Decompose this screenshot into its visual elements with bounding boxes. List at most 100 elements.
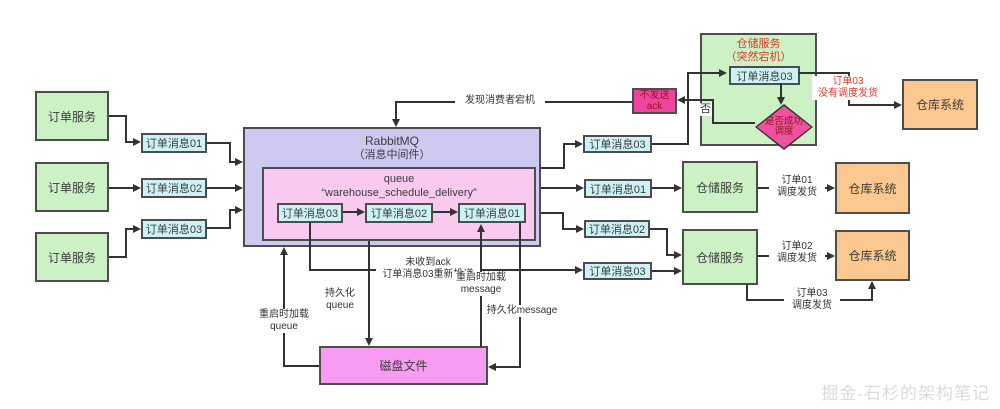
msg-right-02: 订单消息02 <box>584 220 650 238</box>
rabbitmq-broker: RabbitMQ （消息中间件） queue “warehouse_schedu… <box>243 127 541 247</box>
watermark: 掘金-石杉的架构笔记 <box>821 384 990 403</box>
order-service-3-label: 订单服务 <box>47 250 96 265</box>
connector <box>798 72 849 74</box>
disk-file-box: 磁盘文件 <box>319 346 488 385</box>
connector <box>713 122 755 124</box>
connector <box>368 241 370 338</box>
connector <box>871 289 873 301</box>
connector <box>666 254 674 256</box>
connector <box>125 228 127 258</box>
connector <box>687 72 719 74</box>
msg-right-02-label: 订单消息02 <box>588 224 646 236</box>
connector <box>541 167 565 169</box>
label-discover-consumer-down: 发现消费者宕机 <box>455 95 545 107</box>
queue-msg-02-label: 订单消息02 <box>370 208 428 220</box>
order-service-2: 订单服务 <box>35 162 109 212</box>
connector <box>229 161 235 163</box>
connector <box>207 142 231 144</box>
connector <box>109 187 133 189</box>
dispatch-decision-diamond: 是否成功 调度 <box>755 104 813 150</box>
order-service-1-label: 订单服务 <box>47 109 96 124</box>
connector <box>229 142 231 162</box>
queue-msg-02: 订单消息02 <box>365 203 433 223</box>
connector <box>652 187 674 189</box>
warehouse-system-2: 仓库系统 <box>835 162 910 214</box>
connector <box>496 366 521 368</box>
arrowhead <box>235 184 243 192</box>
connector <box>109 256 127 258</box>
connector <box>309 222 311 270</box>
connector <box>685 99 712 101</box>
connector <box>541 187 576 189</box>
msg-left-03: 订单消息03 <box>141 219 207 239</box>
warehouse-service-1: 仓储服务 <box>682 161 758 213</box>
arrowhead <box>868 281 876 289</box>
order-service-2-label: 订单服务 <box>47 180 96 195</box>
queue-msg-03-label: 订单消息03 <box>281 208 339 220</box>
warehouse-system-1: 仓库系统 <box>902 79 978 130</box>
warehouse-service-2: 仓储服务 <box>682 229 758 285</box>
connector <box>650 228 668 230</box>
disk-file-label: 磁盘文件 <box>379 359 428 373</box>
connector <box>563 143 575 145</box>
connector <box>687 72 689 145</box>
arrowhead <box>357 208 365 216</box>
arrowhead <box>894 101 902 109</box>
arrowhead <box>677 96 685 104</box>
label-persist-message: 持久化message <box>486 305 558 317</box>
label-order03-not-dispatched: 订单03 没有调度发货 <box>812 76 884 100</box>
arrowhead <box>280 247 288 255</box>
label-no-ack-redeliver: 未收到ack 订单消息03重新投递 <box>376 257 480 281</box>
arrowhead <box>575 140 583 148</box>
connector <box>229 209 231 229</box>
warehouse-system-3: 仓库系统 <box>835 230 910 281</box>
order-service-3: 订单服务 <box>35 232 109 282</box>
arrowhead <box>365 338 373 346</box>
queue-msg-03: 订单消息03 <box>277 203 343 223</box>
connector <box>343 211 357 213</box>
connector <box>109 115 127 117</box>
warehouse-service-1-label: 仓储服务 <box>695 180 744 195</box>
connector <box>125 141 133 143</box>
order-service-1: 订单服务 <box>35 91 109 141</box>
crashed-service-title-line2: （突然宕机） <box>725 51 792 64</box>
label-order03-dispatch: 订单03 调度发货 <box>784 288 840 312</box>
connector <box>284 365 319 367</box>
connector <box>562 228 576 230</box>
crashed-warehouse-service: 仓储服务 （突然宕机） 订单消息03 是否成功 调度 <box>700 33 817 150</box>
arrowhead <box>133 138 141 146</box>
label-no: 否 <box>699 103 712 117</box>
connector <box>541 212 564 214</box>
warehouse-system-1-label: 仓库系统 <box>915 98 964 112</box>
msg-right-03b: 订单消息03 <box>583 262 652 280</box>
label-order01-dispatch: 订单01 调度发货 <box>769 175 825 199</box>
arrowhead <box>575 266 583 274</box>
msg-left-02-label: 订单消息02 <box>145 183 203 195</box>
connector <box>712 99 714 124</box>
connector <box>433 211 450 213</box>
crashed-msg-03: 订单消息03 <box>729 66 800 85</box>
queue-msg-01-label: 订单消息01 <box>463 208 521 220</box>
rabbitmq-title-line1: RabbitMQ <box>364 134 420 148</box>
connector <box>207 187 235 189</box>
arrowhead <box>488 363 496 371</box>
msg-right-03b-label: 订单消息03 <box>589 266 646 278</box>
dispatch-decision-label: 是否成功 调度 <box>764 115 803 137</box>
connector <box>229 209 235 211</box>
msg-left-02: 订单消息02 <box>141 178 207 198</box>
connector <box>562 212 564 229</box>
arrowhead <box>133 225 141 233</box>
connector <box>848 104 894 106</box>
connector <box>207 227 231 229</box>
label-order02-dispatch: 订单02 调度发货 <box>769 241 825 265</box>
warehouse-system-3-label: 仓库系统 <box>848 249 897 263</box>
connector <box>519 222 521 368</box>
msg-left-01-label: 订单消息01 <box>145 138 203 150</box>
arrowhead <box>674 184 682 192</box>
connector <box>125 228 133 230</box>
arrowhead <box>477 224 485 232</box>
msg-right-01: 订单消息01 <box>584 179 652 198</box>
crashed-msg-03-label: 订单消息03 <box>736 70 793 83</box>
connector <box>746 285 748 301</box>
